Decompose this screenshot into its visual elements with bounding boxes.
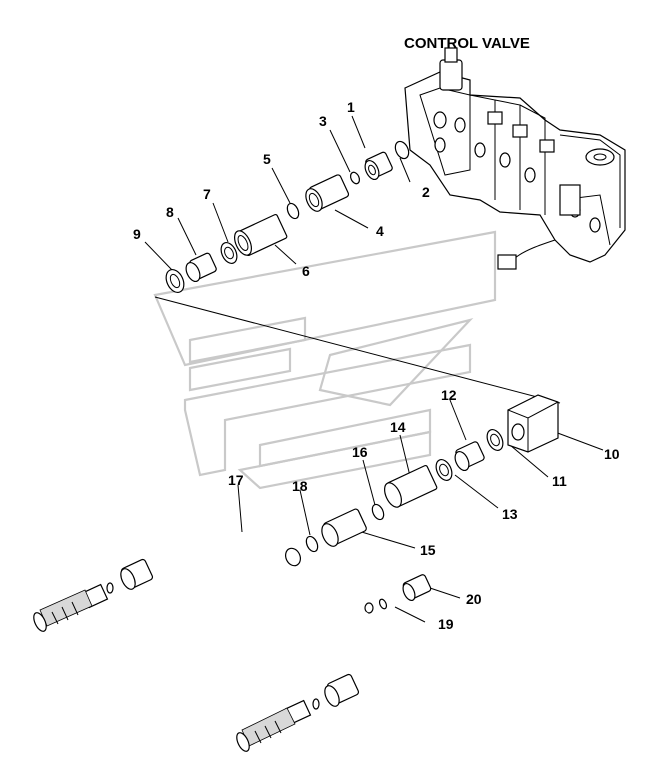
callout-19: 19	[438, 616, 454, 632]
upper-fitting-parts	[165, 140, 410, 293]
part-1-adapter	[364, 151, 393, 181]
callout-5: 5	[263, 151, 271, 167]
callout-7: 7	[203, 186, 211, 202]
part-9-cap	[165, 269, 185, 293]
part-5-o-ring	[286, 202, 300, 220]
callout-1: 1	[347, 99, 355, 115]
callout-13: 13	[502, 506, 518, 522]
callout-18: 18	[292, 478, 308, 494]
part-14-sleeve	[384, 464, 438, 508]
part-7-ring	[220, 242, 238, 264]
callout-9: 9	[133, 226, 141, 242]
callout-12: 12	[441, 387, 457, 403]
diagram-title: CONTROL VALVE	[404, 35, 530, 52]
part-10-block	[507, 394, 559, 453]
part-18-fitting	[285, 547, 301, 567]
part-11-ring	[486, 429, 504, 451]
part-8-nut	[185, 252, 217, 283]
tube-fitting-o-ring	[364, 602, 374, 614]
part-12-nut	[454, 441, 485, 472]
control-valve-assembly	[404, 47, 626, 270]
part-16-o-ring	[371, 503, 385, 521]
tube-lower-nut	[324, 673, 360, 707]
part-13-ring	[435, 459, 453, 481]
callout-numbers: 1 2 3 4 5 6 7 8 9 10 11 12 13 14 15 16 1…	[133, 99, 620, 632]
callout-6: 6	[302, 263, 310, 279]
tube-upper-nut	[120, 558, 154, 590]
part-3-o-ring	[349, 171, 361, 185]
part-19-o-ring	[378, 598, 388, 610]
part-20-cap	[402, 574, 432, 602]
tube-upper-o-ring	[106, 582, 114, 594]
part-4-adapter	[305, 174, 350, 212]
callout-10: 10	[604, 446, 620, 462]
hose-end-upper	[33, 583, 109, 632]
callout-14: 14	[390, 419, 406, 435]
callout-16: 16	[352, 444, 368, 460]
part-18-o-ring	[305, 535, 319, 553]
tube-lower-o-ring	[312, 698, 320, 710]
callout-2: 2	[422, 184, 430, 200]
callout-15: 15	[420, 542, 436, 558]
leader-lines	[144, 115, 604, 623]
callout-4: 4	[376, 223, 384, 239]
part-6-sleeve	[234, 213, 288, 257]
part-2-o-ring	[394, 140, 410, 160]
callout-20: 20	[466, 591, 482, 607]
callout-8: 8	[166, 204, 174, 220]
watermark-logo	[153, 230, 497, 490]
part-15-adapter	[321, 508, 367, 547]
lower-fitting-parts	[305, 394, 559, 614]
callout-11: 11	[552, 473, 567, 489]
part-17-tube-assembly	[106, 533, 391, 710]
callout-3: 3	[319, 113, 327, 129]
callout-17: 17	[228, 472, 244, 488]
hose-end-lower	[236, 699, 312, 752]
